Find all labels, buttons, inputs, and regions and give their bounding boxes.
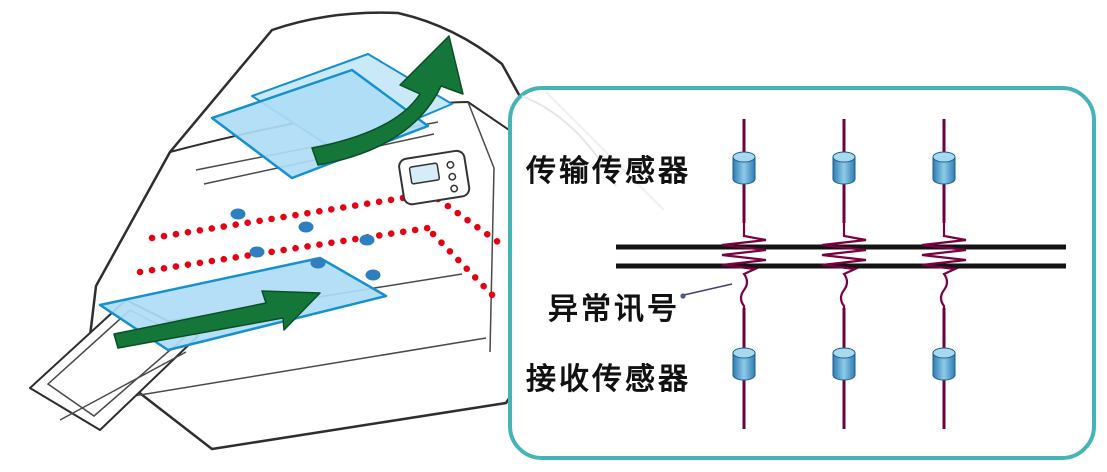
sensor-position-dots — [230, 208, 381, 281]
feed-arrow-icon — [113, 290, 321, 349]
sensor-diagram — [521, 91, 1066, 429]
abnormal-signal-pointer — [680, 283, 733, 299]
label-transmit-sensor: 传输传感器 — [526, 155, 691, 188]
label-receive-sensor: 接收传感器 — [526, 363, 691, 396]
transmit-sensor-icon — [732, 151, 956, 185]
eject-arrow-icon — [311, 35, 464, 166]
faint-overlap-lines — [521, 91, 665, 211]
output-tray-panel — [210, 53, 453, 180]
sensor-callout-panel: 传输传感器 异常讯号 接收传感器 — [508, 86, 1096, 460]
label-abnormal-signal: 异常讯号 — [548, 293, 680, 326]
sensor-line-dots — [136, 189, 509, 307]
signal-zigzag-icon — [721, 223, 967, 308]
receive-sensor-icon — [732, 347, 956, 381]
control-panel — [398, 149, 471, 206]
